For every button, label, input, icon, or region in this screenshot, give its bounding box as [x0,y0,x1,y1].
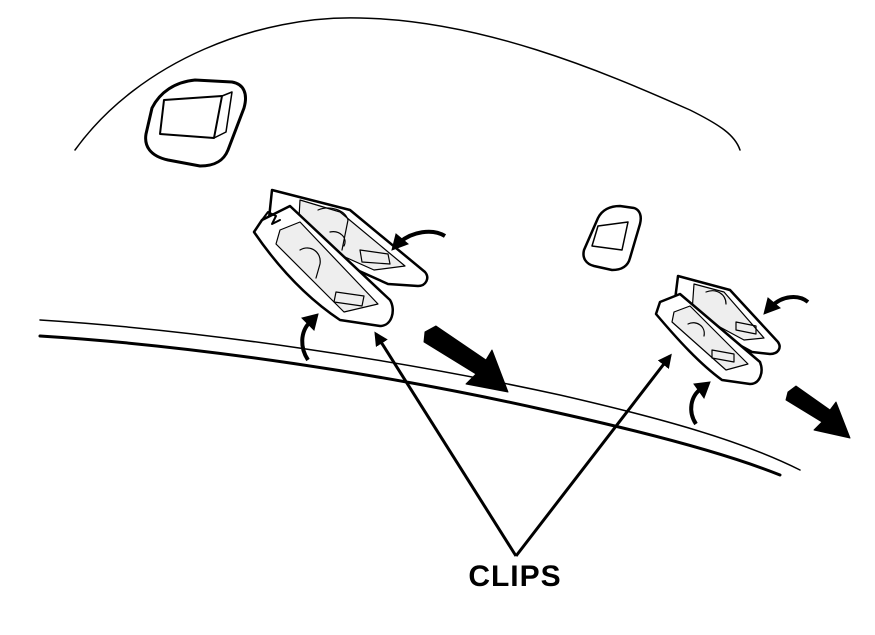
clips-label: CLIPS [468,560,562,593]
curved-arrow-icon [763,295,810,315]
curved-arrow-icon [300,313,319,362]
trim-panel-outline [74,17,741,151]
roof-edge-lines [38,319,801,477]
mount-pad-right [582,204,642,272]
straight-arrow-icon [785,385,851,439]
clip-right [654,274,781,386]
curved-arrow-icon [391,229,447,251]
straight-arrow-icon [423,325,509,393]
mount-pad-left [144,78,247,168]
curved-arrow-icon [689,381,711,426]
pointer-arrow-icon [374,331,672,557]
clip-left [252,188,429,328]
